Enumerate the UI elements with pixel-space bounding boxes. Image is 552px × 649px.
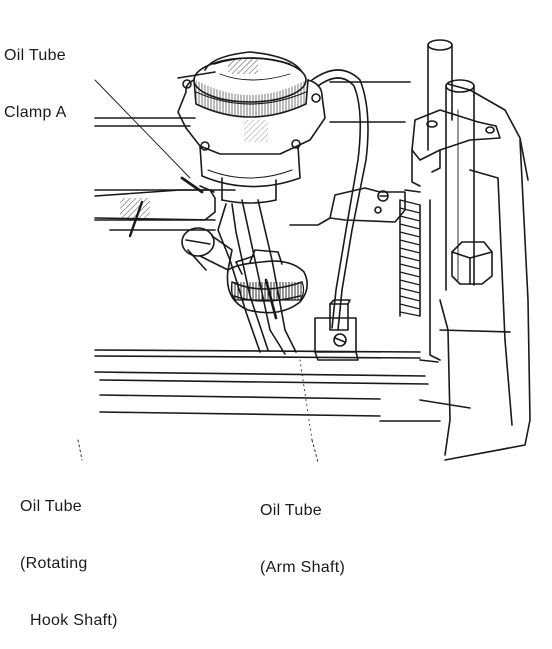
set-screw bbox=[181, 227, 233, 271]
label-rotating-hook-line2: (Rotating bbox=[20, 555, 88, 572]
vertical-rod-front bbox=[445, 79, 475, 291]
label-clamp-a-line2: Clamp A bbox=[4, 104, 67, 121]
machine-illustration bbox=[77, 39, 531, 463]
label-oil-tube-arm-shaft: Oil Tube (Arm Shaft) bbox=[260, 463, 345, 596]
label-rotating-hook-line1: Oil Tube bbox=[20, 498, 82, 515]
vertical-rod-rear bbox=[427, 39, 453, 151]
hex-nut bbox=[451, 241, 493, 285]
label-oil-tube-rotating-hook-shaft: Oil Tube (Rotating Hook Shaft) bbox=[20, 459, 118, 649]
tube-clamp-block bbox=[314, 299, 359, 361]
leader-lines bbox=[77, 79, 319, 463]
oil-tube-clamp-a bbox=[180, 176, 215, 194]
oil-reservoir bbox=[177, 51, 326, 204]
oil-tube-arm-shaft bbox=[311, 69, 369, 331]
oil-wick-stem bbox=[217, 199, 297, 355]
label-arm-shaft-line1: Oil Tube bbox=[260, 502, 322, 519]
label-clamp-a-line1: Oil Tube bbox=[4, 47, 66, 64]
coil-spring bbox=[399, 189, 421, 317]
mounting-plate bbox=[289, 187, 406, 226]
label-rotating-hook-line3: Hook Shaft) bbox=[30, 612, 118, 629]
label-arm-shaft-line2: (Arm Shaft) bbox=[260, 559, 346, 576]
label-oil-tube-clamp-a: Oil Tube Clamp A bbox=[4, 8, 67, 141]
hook-shaft-housing bbox=[94, 189, 216, 238]
machine-bed bbox=[94, 71, 531, 461]
rod-bracket bbox=[411, 109, 501, 187]
